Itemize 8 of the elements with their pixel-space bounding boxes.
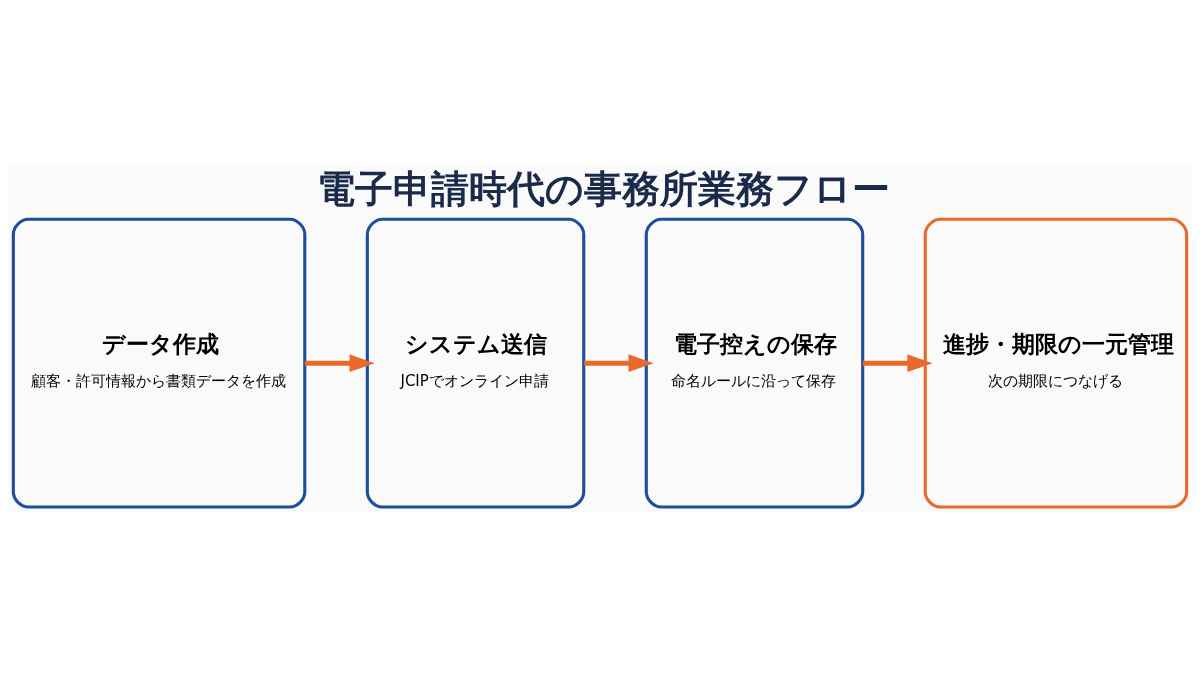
arrow <box>862 354 933 372</box>
arrow <box>584 354 654 372</box>
diagram-title: 電子申請時代の事務所業務フロー <box>316 166 890 211</box>
arrow <box>304 354 375 372</box>
node-box: 電子控えの保存 命名ルールに沿って保存 <box>644 217 865 509</box>
node-box: システム送信 JCIPでオンライン申請 <box>365 217 586 509</box>
node-box: データ作成 顧客・許可情報から書類データを作成 <box>11 217 307 509</box>
node-box: 進捗・期限の一元管理 次の期限につなげる <box>923 217 1189 509</box>
